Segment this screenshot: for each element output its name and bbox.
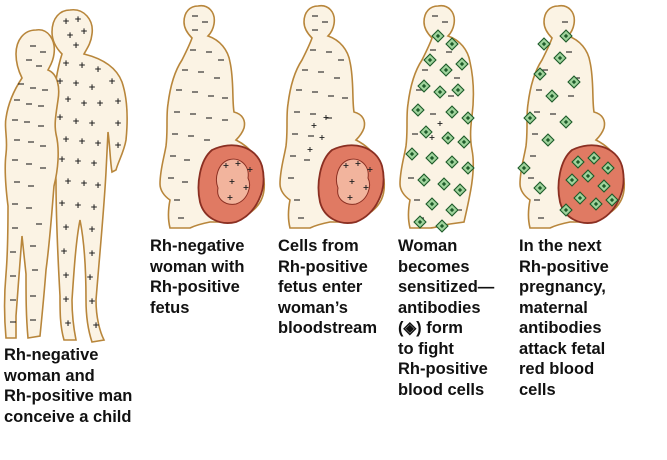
- svg-text:+: +: [229, 177, 236, 186]
- svg-text:+: +: [227, 193, 234, 202]
- svg-text:+: +: [58, 199, 66, 209]
- svg-text:+: +: [62, 295, 70, 305]
- svg-text:+: +: [114, 97, 122, 107]
- svg-text:+: +: [94, 181, 102, 191]
- caption-panel-2: Rh-negative woman with Rh-positive fetus: [150, 237, 245, 317]
- svg-text:+: +: [72, 41, 80, 51]
- svg-text:+: +: [347, 193, 354, 202]
- svg-text:+: +: [114, 141, 122, 151]
- panel-1-couple: +++ +++ +++ +++ +++ +++ +++ +++ +++ +++ …: [3, 9, 128, 343]
- svg-text:+: +: [66, 31, 74, 41]
- svg-text:+: +: [108, 77, 116, 87]
- svg-text:+: +: [90, 203, 98, 213]
- svg-text:+: +: [64, 177, 72, 187]
- svg-text:+: +: [62, 59, 70, 69]
- svg-text:+: +: [88, 83, 96, 93]
- svg-text:+: +: [363, 183, 370, 192]
- svg-text:+: +: [80, 99, 88, 109]
- rh-positive-markers: +++ +++ +++ +++ +++ + ++: [223, 113, 444, 202]
- svg-text:+: +: [437, 119, 444, 128]
- svg-text:+: +: [62, 223, 70, 233]
- svg-text:+: +: [90, 159, 98, 169]
- svg-text:+: +: [88, 297, 96, 307]
- svg-text:+: +: [74, 157, 82, 167]
- caption-panel-5: In the next Rh-positive pregnancy, mater…: [519, 237, 609, 399]
- panel-3-uterus-with-fetus: [317, 144, 385, 224]
- caption-panel-4: Woman becomes sensitized— antibodies (◈)…: [398, 237, 495, 399]
- svg-text:+: +: [62, 271, 70, 281]
- svg-text:+: +: [60, 247, 68, 257]
- svg-text:+: +: [58, 155, 66, 165]
- svg-text:+: +: [56, 113, 64, 123]
- caption-panel-1: Rh-negative woman and Rh-positive man co…: [4, 346, 133, 426]
- svg-text:+: +: [235, 159, 242, 168]
- svg-text:+: +: [62, 135, 70, 145]
- svg-text:+: +: [62, 17, 70, 27]
- panel-2-uterus-with-fetus: [197, 144, 265, 224]
- svg-text:+: +: [72, 117, 80, 127]
- svg-text:+: +: [355, 159, 362, 168]
- svg-text:+: +: [56, 77, 64, 87]
- rh-negative-markers: [168, 15, 580, 219]
- svg-text:+: +: [88, 249, 96, 259]
- woman-rh-negative-markers: [10, 45, 48, 323]
- svg-text:+: +: [74, 201, 82, 211]
- svg-text:+: +: [80, 179, 88, 189]
- svg-text:+: +: [74, 15, 82, 25]
- svg-text:+: +: [72, 79, 80, 89]
- man-rh-positive-markers: +++ +++ +++ +++ +++ +++ +++ +++ +++ +++ …: [56, 15, 122, 331]
- svg-text:+: +: [64, 319, 72, 329]
- svg-text:+: +: [78, 137, 86, 147]
- svg-text:+: +: [94, 65, 102, 75]
- svg-text:+: +: [319, 133, 326, 142]
- svg-text:+: +: [114, 119, 122, 129]
- svg-text:+: +: [223, 161, 230, 170]
- svg-text:+: +: [88, 225, 96, 235]
- woman-body: [3, 29, 60, 339]
- svg-text:+: +: [64, 95, 72, 105]
- svg-text:+: +: [92, 321, 100, 331]
- svg-text:+: +: [243, 183, 250, 192]
- svg-text:+: +: [311, 121, 318, 130]
- svg-text:+: +: [323, 113, 330, 122]
- svg-text:+: +: [247, 165, 254, 174]
- svg-text:+: +: [94, 139, 102, 149]
- svg-text:+: +: [367, 165, 374, 174]
- svg-text:+: +: [349, 177, 356, 186]
- svg-text:+: +: [88, 119, 96, 129]
- svg-text:+: +: [343, 161, 350, 170]
- svg-text:+: +: [78, 61, 86, 71]
- svg-text:+: +: [429, 133, 436, 142]
- panel-4-woman-body: [399, 4, 475, 229]
- svg-text:+: +: [307, 145, 314, 154]
- caption-panel-3: Cells from Rh-positive fetus enter woman…: [278, 237, 378, 337]
- svg-text:+: +: [86, 273, 94, 283]
- svg-text:+: +: [80, 27, 88, 37]
- svg-text:+: +: [96, 99, 104, 109]
